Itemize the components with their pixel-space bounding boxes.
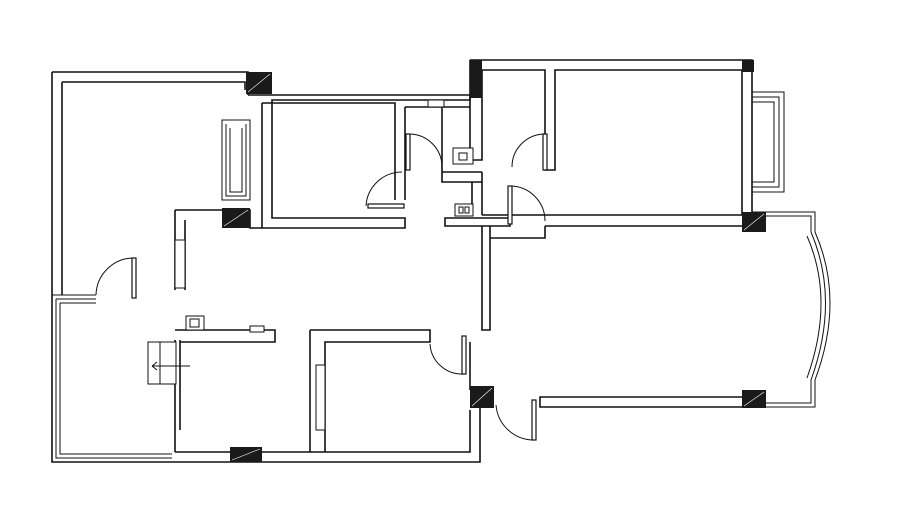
- stair-icon: [147, 341, 190, 385]
- balcony-left: [51, 294, 172, 463]
- outer-wall-left-wing: [51, 71, 481, 463]
- window-right-bay: [752, 91, 785, 193]
- door-room-bottom-middle: [429, 335, 467, 375]
- door-bedroom-top-left: [365, 171, 405, 209]
- door-corridor: [507, 185, 546, 225]
- fixtures: [185, 147, 474, 333]
- wall-bedroom-top-left: [248, 94, 471, 229]
- door-bedroom-top-right: [511, 133, 548, 171]
- toilet-fixture-icon: [454, 203, 474, 217]
- wall-living-room: [481, 226, 753, 408]
- windows: [174, 91, 785, 431]
- wall-room-bottom-middle: [309, 329, 471, 452]
- doors: [95, 133, 548, 441]
- window-top-vent: [427, 99, 445, 108]
- sink-fixture-icon: [452, 147, 474, 165]
- column: [742, 60, 754, 72]
- door-entry-balcony: [95, 257, 137, 299]
- kitchen-sink-icon: [185, 315, 205, 331]
- bay-window-right: [752, 211, 831, 408]
- columns: [222, 60, 766, 462]
- window-room-bottom-side: [315, 364, 326, 431]
- door-bathroom: [405, 133, 443, 171]
- counter-fixture: [249, 325, 265, 333]
- door-living-entry: [495, 399, 537, 441]
- wall-bathroom-core: [441, 107, 511, 227]
- column: [470, 60, 482, 98]
- window-left: [221, 119, 251, 201]
- window-room-left-side: [174, 239, 186, 289]
